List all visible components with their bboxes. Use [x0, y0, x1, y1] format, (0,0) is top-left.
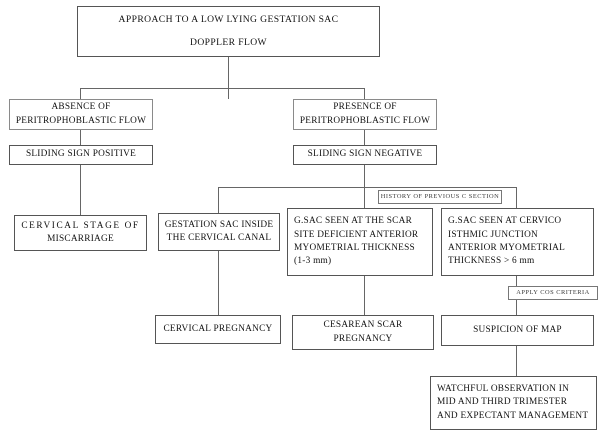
box-gestation-sac-cervical-canal: GESTATION SAC INSIDE THE CERVICAL CANAL: [158, 213, 280, 251]
diagnosis-cervical-pregnancy-label: CERVICAL PREGNANCY: [163, 323, 273, 334]
box-cervical-stage-miscarriage: CERVICAL STAGE OF MISCARRIAGE: [14, 215, 147, 251]
diagnosis-cesarean-line-1: CESAREAN SCAR: [323, 320, 403, 331]
connector-findings-bar: [218, 187, 516, 188]
presence-line-2: PERITROPHOBLASTIC FLOW: [299, 115, 431, 126]
connector-absence-to-sliding-positive: [80, 130, 81, 145]
connector-split-right: [364, 88, 365, 99]
management-line-3: AND EXPECTANT MANAGEMENT: [437, 410, 589, 421]
connector-title-down: [228, 57, 229, 99]
connector-finding2-to-cesarean-scar: [364, 276, 365, 315]
finding-1-line-1: GESTATION SAC INSIDE: [164, 219, 274, 230]
diagnosis-suspicion-map-label: SUSPICION OF MAP: [473, 324, 562, 335]
miscarriage-line-1: CERVICAL STAGE OF: [21, 220, 140, 231]
box-gsac-cervico-isthmic: G.SAC SEEN AT CERVICO ISTHMIC JUNCTION A…: [441, 208, 594, 276]
sliding-sign-positive-label: SLIDING SIGN POSITIVE: [25, 149, 137, 160]
management-line-1: WATCHFUL OBSERVATION IN: [437, 383, 570, 394]
finding-3-line-4: THICKNESS > 6 mm: [448, 256, 535, 267]
box-suspicion-of-map: SUSPICION OF MAP: [441, 315, 594, 346]
connector-findings-drop-1: [218, 187, 219, 213]
finding-2-line-3: MYOMETRIAL THICKNESS: [294, 243, 415, 253]
absence-line-1: ABSENCE OF: [51, 102, 111, 113]
box-sliding-sign-negative: SLIDING SIGN NEGATIVE: [293, 145, 437, 165]
finding-3-line-1: G.SAC SEEN AT CERVICO: [448, 216, 562, 227]
box-absence-peritrophoblastic-flow: ABSENCE OF PERITROPHOBLASTIC FLOW: [9, 99, 153, 130]
finding-3-line-2: ISTHMIC JUNCTION: [448, 229, 538, 240]
note-history-previous-c-section: HISTORY OF PREVIOUS C SECTION: [378, 190, 502, 204]
sliding-sign-negative-label: SLIDING SIGN NEGATIVE: [307, 149, 423, 160]
miscarriage-line-2: MISCARRIAGE: [47, 234, 114, 244]
absence-line-2: PERITROPHOBLASTIC FLOW: [15, 115, 147, 126]
connector-finding1-to-cervical-pregnancy: [218, 251, 219, 315]
title-line-2: DOPPLER FLOW: [189, 37, 268, 48]
title-box: APPROACH TO A LOW LYING GESTATION SAC DO…: [77, 6, 380, 57]
box-presence-peritrophoblastic-flow: PRESENCE OF PERITROPHOBLASTIC FLOW: [293, 99, 437, 130]
box-cesarean-scar-pregnancy: CESAREAN SCAR PREGNANCY: [292, 315, 434, 350]
note-apply-cos-criteria: APPLY COS CRITERIA: [508, 286, 598, 300]
presence-line-1: PRESENCE OF: [333, 102, 397, 113]
connector-sliding-positive-to-miscarriage: [80, 165, 81, 215]
connector-findings-drop-3: [516, 187, 517, 213]
connector-split-left: [80, 88, 81, 99]
box-gsac-scar-site: G.SAC SEEN AT THE SCAR SITE DEFICIENT AN…: [287, 208, 433, 276]
finding-2-line-1: G.SAC SEEN AT THE SCAR: [294, 216, 413, 227]
diagnosis-cesarean-line-2: PREGNANCY: [333, 333, 393, 344]
finding-2-line-4: (1-3 mm): [294, 256, 332, 267]
connector-presence-to-sliding-negative: [364, 130, 365, 145]
connector-suspicion-to-management: [516, 346, 517, 376]
box-cervical-pregnancy: CERVICAL PREGNANCY: [155, 315, 281, 344]
history-note-label: HISTORY OF PREVIOUS C SECTION: [380, 193, 500, 201]
management-line-2: MID AND THIRD TRIMESTER: [437, 397, 568, 408]
finding-2-line-2: SITE DEFICIENT ANTERIOR: [294, 229, 419, 240]
connector-findings-drop-2: [364, 187, 365, 213]
box-sliding-sign-positive: SLIDING SIGN POSITIVE: [9, 145, 153, 165]
finding-3-line-3: ANTERIOR MYOMETRIAL: [448, 243, 566, 253]
criteria-note-label: APPLY COS CRITERIA: [516, 289, 590, 297]
title-line-1: APPROACH TO A LOW LYING GESTATION SAC: [118, 14, 339, 26]
finding-1-line-2: THE CERVICAL CANAL: [166, 233, 272, 243]
connector-sliding-negative-down: [364, 165, 365, 187]
connector-split-bar: [80, 88, 365, 89]
box-watchful-observation-management: WATCHFUL OBSERVATION IN MID AND THIRD TR…: [430, 376, 597, 430]
